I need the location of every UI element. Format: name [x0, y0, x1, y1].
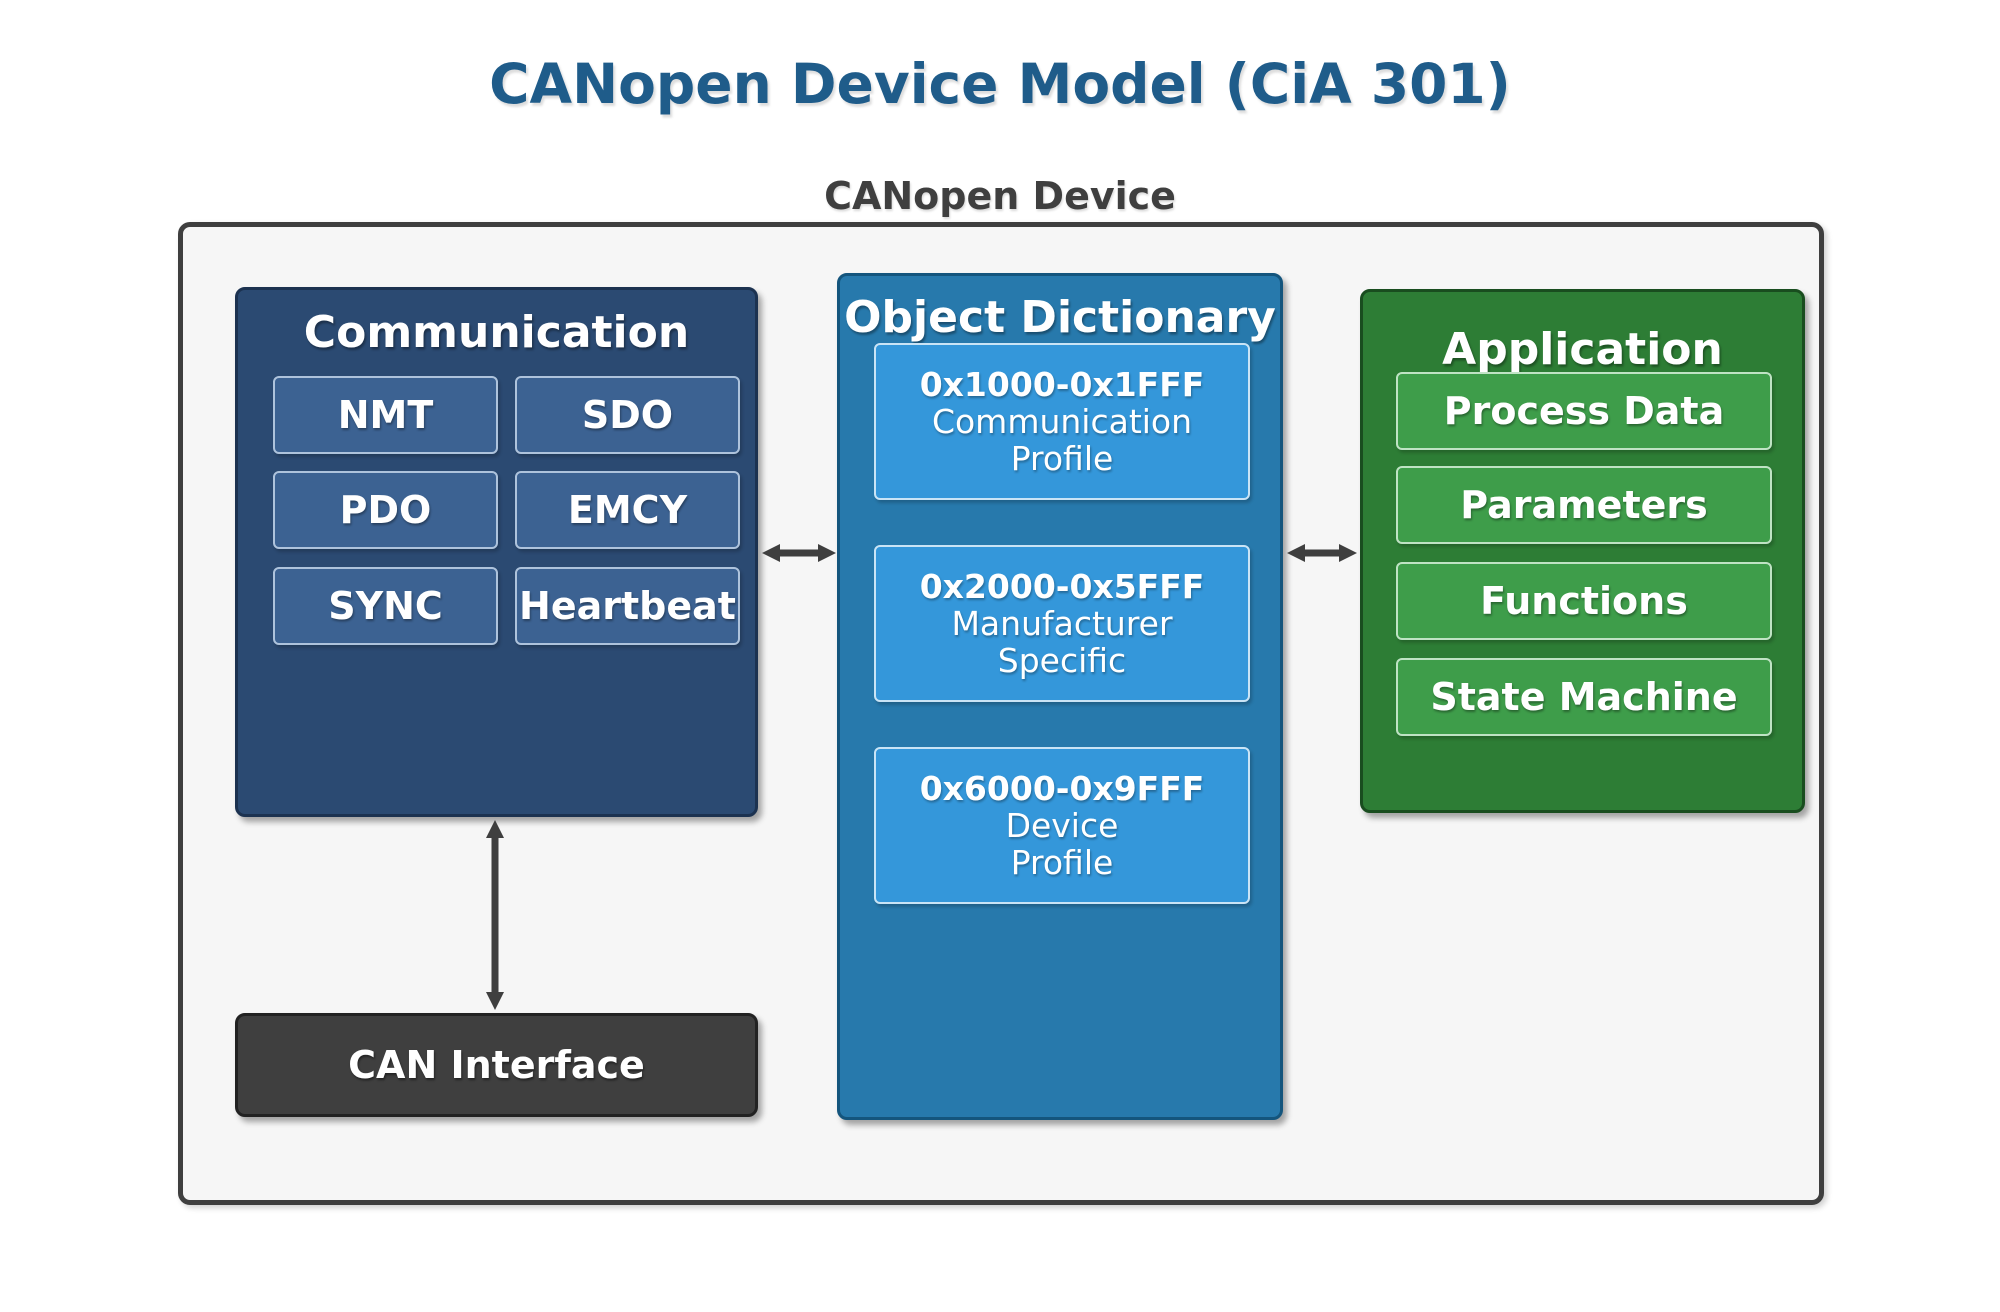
comm-item-nmt: NMT — [273, 376, 498, 454]
od-section-name-line1: Manufacturer — [951, 604, 1173, 643]
can-interface-box: CAN Interface — [235, 1013, 758, 1117]
od-section-manufacturer-specific: 0x2000-0x5FFF Manufacturer Specific — [874, 545, 1250, 702]
od-section-device-profile: 0x6000-0x9FFF Device Profile — [874, 747, 1250, 904]
app-item-state-machine: State Machine — [1396, 658, 1772, 736]
object-dictionary-box: Object Dictionary 0x1000-0x1FFF Communic… — [837, 273, 1283, 1120]
od-section-name-line2: Profile — [1010, 843, 1114, 882]
comm-item-heartbeat: Heartbeat — [515, 567, 740, 645]
od-range: 0x6000-0x9FFF — [919, 769, 1205, 808]
app-item-functions: Functions — [1396, 562, 1772, 640]
od-section-name-line1: Communication — [931, 402, 1193, 441]
comm-item-sync: SYNC — [273, 567, 498, 645]
object-dictionary-title: Object Dictionary — [844, 292, 1276, 343]
od-section-name-line2: Profile — [1010, 439, 1114, 478]
app-item-parameters: Parameters — [1396, 466, 1772, 544]
comm-item-sdo: SDO — [515, 376, 740, 454]
canopen-device-label: CANopen Device — [824, 174, 1176, 218]
od-range: 0x2000-0x5FFF — [919, 567, 1205, 606]
communication-box: Communication NMT SDO PDO EMCY SYNC Hear… — [235, 287, 758, 817]
application-title: Application — [1442, 324, 1723, 375]
od-section-name-line2: Specific — [997, 641, 1127, 680]
application-box: Application Process Data Parameters Func… — [1360, 289, 1805, 813]
page-title: CANopen Device Model (CiA 301) — [489, 52, 1511, 116]
od-section-communication-profile: 0x1000-0x1FFF Communication Profile — [874, 343, 1250, 500]
comm-item-pdo: PDO — [273, 471, 498, 549]
od-section-name-line1: Device — [1005, 806, 1119, 845]
od-range: 0x1000-0x1FFF — [919, 365, 1205, 404]
communication-title: Communication — [303, 307, 690, 358]
comm-item-emcy: EMCY — [515, 471, 740, 549]
app-item-process-data: Process Data — [1396, 372, 1772, 450]
